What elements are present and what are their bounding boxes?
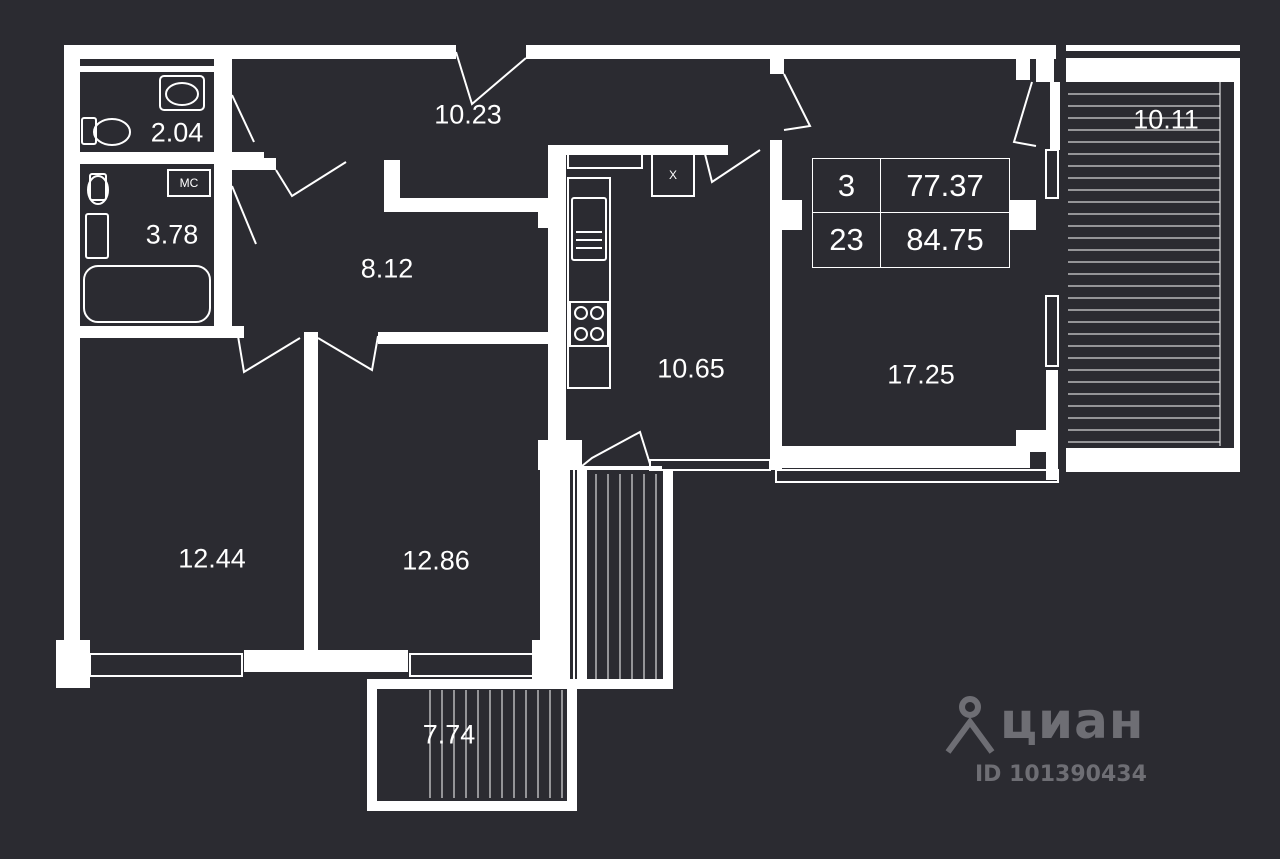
bathtub-icon: [83, 265, 211, 323]
room-area-living-room: 17.25: [887, 359, 955, 390]
toilet-icon: [81, 117, 97, 145]
floor-number: 23: [813, 213, 881, 267]
walls: [56, 45, 1240, 688]
washer-box: [167, 169, 211, 197]
total-area: 84.75: [906, 222, 984, 257]
sink-icon: [85, 213, 109, 259]
washer-label: МС: [179, 176, 199, 190]
cabinet-box: [651, 153, 695, 197]
apartment-info-table: 3 77.37 23 84.75: [812, 158, 1010, 268]
doors: [231, 51, 1037, 467]
watermark-brand: циан: [1000, 692, 1145, 750]
room-area-toilet: 2.04: [150, 117, 204, 148]
location-pin-icon: [945, 696, 995, 754]
balcony-right-hatching: [1068, 82, 1221, 446]
watermark-listing-id: ID 101390434: [975, 762, 1147, 787]
room-area-bathroom: 3.78: [145, 219, 199, 250]
toilet-icon: [89, 173, 107, 201]
room-area-corridor: 10.23: [434, 99, 502, 130]
fixtures: [81, 75, 695, 389]
balcony-kitchen: [577, 470, 673, 689]
kitchen-sink-icon: [571, 197, 607, 261]
balcony-bottom: [367, 679, 577, 811]
living-area: 77.37: [881, 159, 1009, 213]
room-area-kitchen: 10.65: [657, 353, 725, 384]
room-area-hall: 8.12: [360, 253, 414, 284]
stove-icon: [569, 301, 609, 347]
room-area-balcony-right: 10.11: [1133, 104, 1199, 135]
room-area-bedroom-middle: 12.86: [402, 545, 470, 576]
sink-icon: [159, 75, 205, 111]
room-area-bedroom-left: 12.44: [178, 543, 246, 574]
room-area-balcony-bottom: 7.74: [422, 719, 476, 750]
cabinet-label: Х: [668, 168, 678, 182]
rooms-count: 3: [813, 159, 881, 213]
